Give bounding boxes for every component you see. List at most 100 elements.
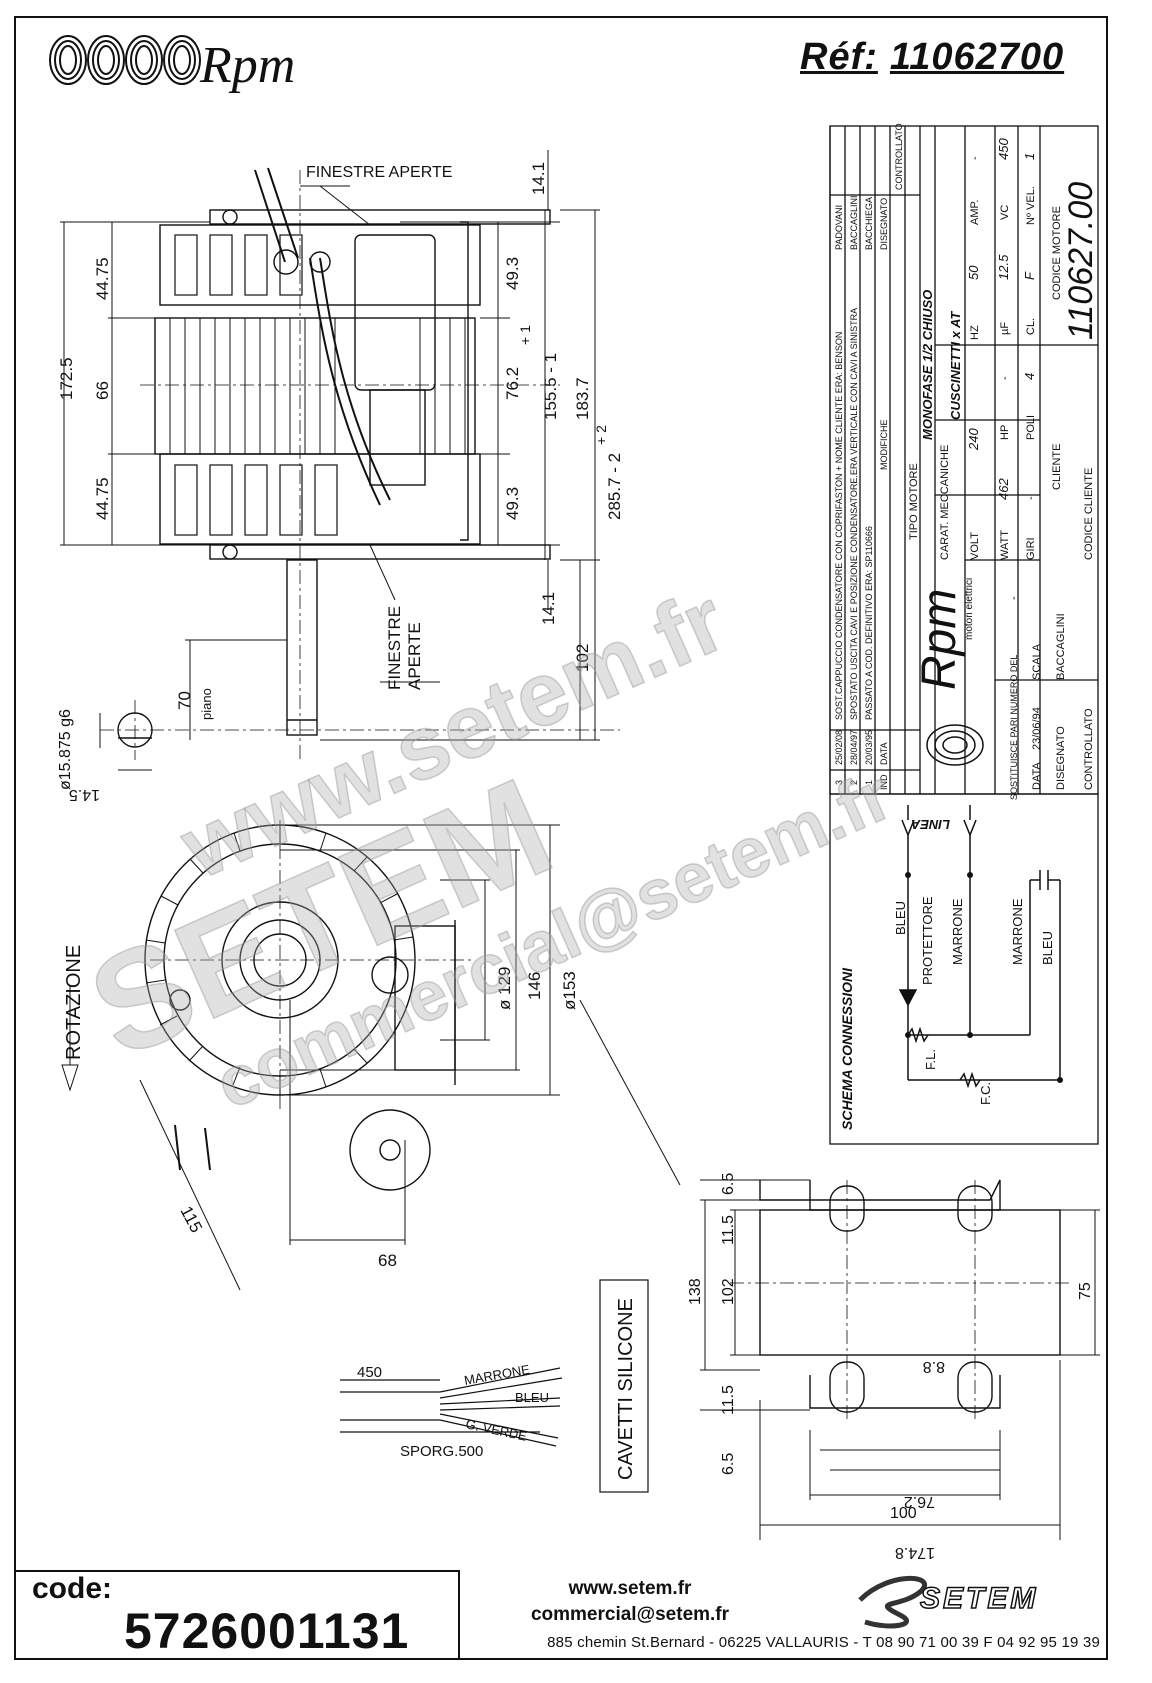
dim-155-tol: + 1 [517,325,533,345]
code-box: code: 5726001131 [14,1570,460,1660]
tipo-motore-label: TIPO MOTORE [908,463,920,540]
dim-15-875: ø15.875 g6 [57,709,74,790]
watt-value: 462 [996,478,1011,500]
ref-value: 11062700 [889,36,1065,78]
dim-146: 146 [525,972,544,1000]
title-block-rpm-brand: Rpm [913,589,966,690]
ref-label: Réf: [800,36,878,78]
dim-76-2: 76.2 [503,367,522,400]
rpm-logo-text: Rpm [199,37,295,94]
dim-155-5: 155.5 - 1 [541,353,560,420]
dim-285-tol: + 2 [593,425,609,445]
vc-label: VC [999,205,1011,220]
rev1-by: BACCHIEGA [864,197,874,250]
dim-129: ø 129 [495,967,514,1010]
rev3-n: 3 [834,780,844,785]
dim-68: 68 [378,1251,397,1270]
dim-183-7: 183.7 [573,377,592,420]
dim-115: 115 [176,1203,206,1236]
front-view-fins [145,825,414,1095]
giri-label: GIRI [1025,537,1037,560]
schema-marrone-1: MARRONE [950,898,965,965]
giri-value: - [1025,496,1037,500]
uf-label: µF [999,322,1011,335]
nvel-value: 1 [1022,153,1037,160]
front-view [144,824,456,1191]
volt-value: 240 [966,428,981,451]
label-finestre-bottom-1: FINESTRE [385,606,404,690]
dim-44-75-bottom: 44.75 [93,477,112,520]
dim-14-1-top: 14.1 [529,162,548,195]
dim-75: 75 [1077,1282,1094,1300]
cl-value: F [1022,271,1037,280]
amp-value: - [969,156,981,160]
schema-bleu-1: BLEU [893,901,908,935]
title-block-text: SOST.CAPPUCCIO CONDENSATORE CON COPRIFAS… [834,123,1100,800]
website-link[interactable]: www.setem.fr [568,1578,692,1599]
nvel-label: Nº VEL. [1025,186,1037,225]
title-block-rpm-sub: motori elettrici [964,578,975,640]
schema-bleu-2: BLEU [1040,931,1055,965]
controllato-label: CONTROLLATO [1083,708,1095,790]
schema-fc: F.C. [978,1082,993,1105]
hz-value: 50 [966,265,981,280]
dim-102-shaft: 102 [573,644,592,672]
code-label: code: [32,1572,113,1605]
hp-value: - [999,376,1011,380]
dim-14-1-bottom: 14.1 [539,592,558,625]
company-address: 885 chemin St.Bernard - 06225 VALLAURIS … [547,1634,1100,1651]
email-link[interactable]: commercial@setem.fr [530,1604,730,1625]
drawing-sheet-border [14,16,1108,1660]
dim-100: 100 [890,1505,917,1522]
title-block [829,125,1099,1145]
schema-linea: LINEA [911,817,950,832]
dim-138: 138 [687,1278,704,1305]
header-disegnato: DISEGNATO [879,198,889,250]
dim-49-3-bottom: 49.3 [503,487,522,520]
side-view-dimensions: FINESTRE APERTE 172.5 44.75 66 44.75 14.… [57,162,624,803]
code-value: 5726001131 [124,1603,410,1659]
foot-dimensions: 6.5 11.5 138 102 11.5 6.5 8.8 75 76.2 10… [687,1173,1094,1561]
scala-label: SCALA [1031,643,1043,680]
dim-14-5: 14.5 [69,786,100,803]
schema-nodes [905,872,1063,1083]
hz-label: HZ [969,325,981,340]
rev3-by: PADOVANI [834,205,844,250]
label-bleu-cable: BLEU [515,1390,549,1405]
dim-285-7: 285.7 - 2 [605,453,624,520]
header-ind: IND [879,774,889,790]
schema-marrone-2: MARRONE [1010,898,1025,965]
cl-label: CL. [1025,318,1037,335]
vc-value: 450 [996,138,1011,160]
rev2-n: 2 [849,780,859,785]
dim-6-5-top: 6.5 [720,1173,737,1195]
label-piano: piano [199,688,214,720]
poli-label: POLI [1025,415,1037,440]
label-finestre-bottom-2: APERTE [405,622,424,690]
tipo-motore-value: MONOFASE 1/2 CHIUSO [920,290,935,440]
setem-logo-text: SETEM [920,1582,1038,1615]
hp-label: HP [999,425,1011,440]
dim-6-5-bottom: 6.5 [720,1453,737,1475]
volt-label: VOLT [969,532,981,560]
label-g-verde: G. VERDE [464,1416,528,1444]
cable-detail [340,1279,649,1493]
watt-label: WATT [999,530,1011,560]
dim-8-8: 8.8 [923,1358,945,1375]
dim-44-75-top: 44.75 [93,257,112,300]
rev3-date: 25/02/08 [834,730,844,765]
sostituisce-value: - [1008,596,1020,600]
carat-label: CARAT. MECCANICHE [939,445,951,560]
dim-76-2-foot: 76.2 [904,1493,935,1510]
setem-logo: SETEM [858,1575,1038,1629]
poli-value: 4 [1022,373,1037,380]
sostituisce-label: SOSTITUISCE PARI NUMERO DEL [1009,655,1019,800]
title-block-rpm-logo-mark [926,724,984,766]
codice-motore-value: 110627.00 [1062,182,1100,340]
rev1-n: 1 [864,780,874,785]
schema-title: SCHEMA CONNESSIONI [839,967,855,1130]
label-sporg: SPORG.500 [400,1443,483,1460]
rev1-text: PASSATO A COD. DEFINITIVO ERA: SP110666 [864,526,874,720]
disegnato-label: DISEGNATO [1055,726,1067,790]
amp-label: AMP. [969,200,981,225]
